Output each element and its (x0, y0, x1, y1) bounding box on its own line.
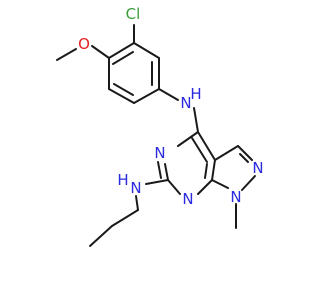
bond-ring-a2 (133, 42, 160, 59)
bond-ring-a5-inner (113, 83, 134, 96)
bond-c3-n2-inner (239, 153, 249, 163)
bond-c4-c4a (197, 131, 216, 161)
bond-ring-nh (158, 88, 179, 101)
bond-c2-n1 (167, 179, 181, 195)
propyl-amine-n-label: N (130, 179, 141, 197)
bond-n3-c2 (164, 163, 169, 181)
bond-ring-a4 (133, 88, 160, 104)
bond-c2-nh (145, 179, 169, 185)
bond-c4-n3 (177, 131, 199, 147)
pyrazole-n2-label: N (252, 159, 263, 177)
bond-ring-a1 (108, 42, 135, 59)
chlorine-atom-label: Cl (126, 5, 141, 23)
bond-ring-a1-inner (112, 51, 134, 65)
oxygen-atom-label: O (78, 35, 90, 53)
pyrimidine-n1-label: N (182, 190, 193, 208)
pyrimidine-n3-label: N (154, 144, 165, 162)
bond-n1-c7a (197, 179, 213, 195)
bond-o-ring (91, 45, 110, 59)
bond-c4a-c3 (214, 145, 239, 161)
bond-c3-n2 (237, 145, 253, 161)
propyl-amine-h-label: H (117, 171, 128, 189)
molecule-structure: Cl O N H N N N N N H (56, 5, 264, 247)
aryl-amine-h-label: H (190, 85, 201, 103)
bond-methyl-o (56, 48, 77, 61)
bond-propyl1-propyl2 (111, 209, 139, 227)
bond-nh-propyl1 (135, 195, 139, 211)
pyrazole-n1-label: N (230, 188, 241, 206)
aryl-amine-n-label: N (180, 94, 191, 112)
bond-nh-c4 (193, 107, 199, 133)
bond-ring-a5 (108, 88, 135, 104)
bond-c7a-c4a (211, 159, 216, 181)
structure-canvas: Cl O N H N N N N N H (56, 5, 264, 247)
bond-propyl2-propyl3 (89, 225, 113, 247)
bond-n1p-c7a (211, 179, 229, 189)
bond-n3-c2-inner (157, 161, 162, 179)
bond-c4-c4a-inner (191, 137, 208, 163)
bond-n2-n1p (241, 175, 256, 191)
bond-c7a-c4a-inner (204, 163, 208, 179)
